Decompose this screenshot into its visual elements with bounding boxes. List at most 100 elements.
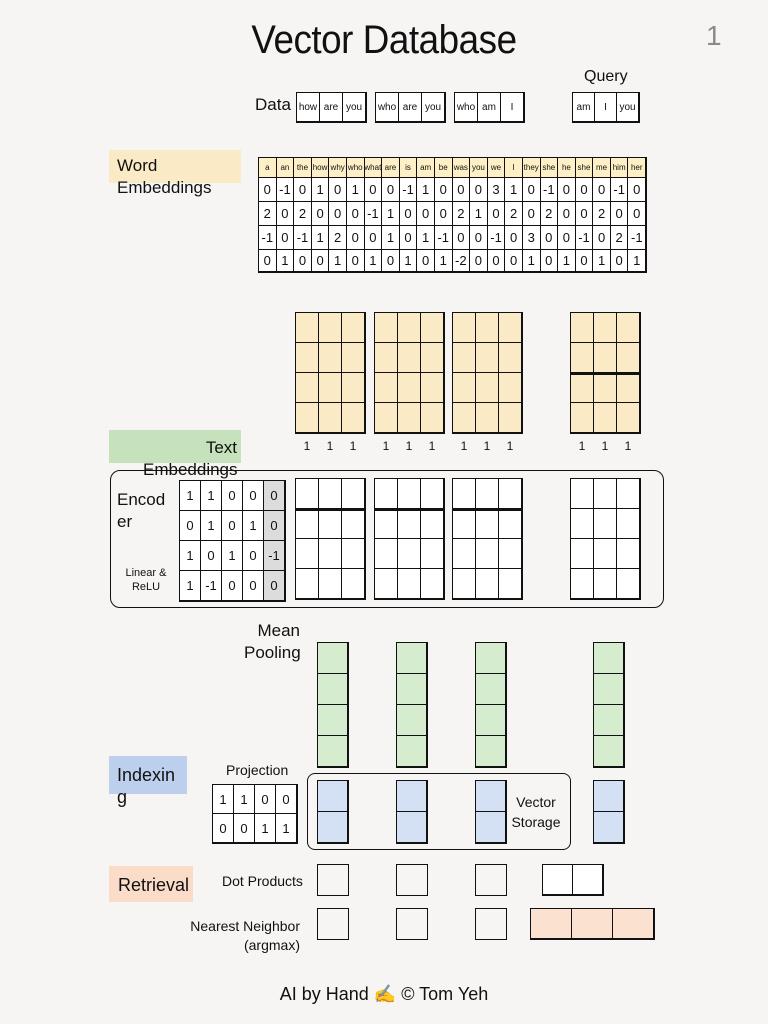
matrix-cell (296, 479, 319, 509)
ones-value: 1 (601, 439, 609, 453)
token: am (478, 93, 501, 122)
embedding-value: 0 (522, 202, 541, 226)
embedding-value: 0 (505, 226, 523, 250)
matrix-cell (318, 736, 348, 767)
embedding-value: 0 (470, 250, 488, 272)
matrix-cell (476, 343, 499, 373)
embedding-value: 1 (346, 178, 365, 202)
embedding-value: 3 (522, 226, 541, 250)
pooled-vector (593, 642, 625, 768)
dot-products-label: Dot Products (222, 873, 303, 889)
dot-product-cell (396, 864, 428, 896)
data-sentence-3: who am I (454, 92, 525, 123)
vocab-header-cell: the (294, 158, 312, 178)
matrix-cell (318, 781, 348, 812)
encoder-weight: 1 (222, 541, 243, 571)
encoder-weight: 0 (222, 511, 243, 541)
data-sentence-1: how are you (296, 92, 367, 123)
matrix-cell (296, 403, 319, 433)
embedding-value: 0 (575, 178, 594, 202)
matrix-cell (476, 479, 499, 509)
matrix-cell (397, 674, 427, 705)
embedding-value: 0 (329, 202, 347, 226)
query-dot-vector (542, 864, 604, 896)
matrix-cell (319, 373, 342, 403)
embedding-value: 2 (329, 226, 347, 250)
ones-value: 1 (506, 439, 514, 453)
embedding-value: 0 (540, 226, 559, 250)
matrix-cell (476, 781, 506, 812)
matrix-cell (594, 705, 624, 736)
matrix-cell (375, 343, 398, 373)
matrix-cell (594, 539, 617, 569)
matrix-cell (476, 313, 499, 343)
matrix-cell (319, 479, 342, 509)
matrix-cell (594, 569, 617, 599)
matrix-cell (617, 539, 640, 569)
matrix-cell (476, 373, 499, 403)
embedding-value: 0 (382, 178, 400, 202)
projection-label: Projection (226, 762, 289, 778)
ones-value: 1 (460, 439, 468, 453)
vocab-header-cell: an (276, 158, 295, 178)
embedding-value: 0 (382, 250, 400, 272)
matrix-cell (594, 509, 617, 539)
embedding-value: 2 (294, 202, 312, 226)
embedding-value: 0 (470, 226, 488, 250)
embedding-value: 0 (522, 178, 541, 202)
matrix-cell (421, 509, 444, 539)
token: you (343, 93, 366, 122)
matrix-cell (318, 812, 348, 843)
embedding-value: 0 (346, 250, 365, 272)
encoder-weight: 0 (243, 541, 264, 571)
encoder-block (110, 470, 664, 608)
embedding-value: 0 (452, 178, 471, 202)
nearest-neighbor-label: Nearest Neighbor (argmax) (190, 918, 300, 953)
ones-value: 1 (405, 439, 413, 453)
encoder-weight: 0 (264, 481, 285, 511)
vector-storage-box (307, 773, 571, 850)
matrix-cell (342, 343, 365, 373)
embedding-value: -1 (610, 178, 629, 202)
embedding-value: 0 (364, 178, 383, 202)
embedding-value: 0 (399, 202, 418, 226)
data-label: Data (255, 95, 291, 114)
matrix-cell (617, 403, 640, 433)
matrix-cell (594, 674, 624, 705)
matrix-cell (342, 403, 365, 433)
projection-weight: 1 (213, 785, 234, 814)
vocab-header-cell: she (575, 158, 594, 178)
encoder-weight: 1 (180, 571, 201, 601)
matrix-cell (571, 373, 594, 403)
stage-word-embeddings (109, 150, 241, 183)
matrix-cell (571, 343, 594, 373)
matrix-cell (499, 539, 522, 569)
query-label: Query (584, 68, 628, 85)
embedding-value: 0 (628, 178, 647, 202)
vector-storage-label: Vector Storage (511, 794, 561, 830)
embedding-value: 0 (628, 202, 647, 226)
matrix-cell (594, 479, 617, 509)
indexed-vector (593, 780, 625, 844)
embedding-value: 2 (452, 202, 471, 226)
embedding-value: 0 (593, 226, 611, 250)
embedding-value: 1 (470, 202, 488, 226)
encoder-weight: 0 (264, 571, 285, 601)
embedding-value: 0 (575, 202, 594, 226)
matrix-cell (453, 343, 476, 373)
nearest-neighbor-cell (475, 908, 507, 940)
embedding-value: 1 (382, 202, 400, 226)
pooled-vector (317, 642, 349, 768)
vocab-header-cell: what (364, 158, 383, 178)
encoder-weight: -1 (201, 571, 222, 601)
embedding-value: 1 (311, 226, 330, 250)
matrix-cell (397, 705, 427, 736)
matrix-cell (453, 403, 476, 433)
matrix-cell (421, 479, 444, 509)
encoder-weight: -1 (264, 541, 285, 571)
word-embeddings-label: Word Embeddings (117, 156, 212, 197)
ones-value: 1 (326, 439, 334, 453)
token: I (501, 93, 524, 122)
embedding-value: -1 (364, 202, 383, 226)
